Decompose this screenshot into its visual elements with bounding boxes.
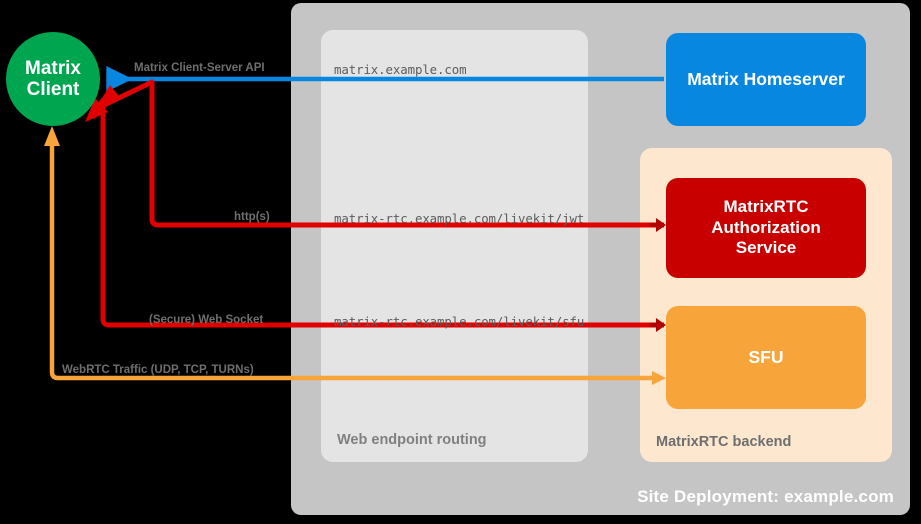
endpoint-url-livekit-sfu: matrix-rtc.example.com/livekit/sfu: [334, 314, 585, 329]
node-matrix-homeserver[interactable]: Matrix Homeserver: [666, 33, 866, 126]
endpoint-url-matrix: matrix.example.com: [334, 62, 467, 77]
edge-label-webrtc-traffic: WebRTC Traffic (UDP, TCP, TURNs): [62, 364, 254, 376]
endpoint-url-livekit-jwt: matrix-rtc.example.com/livekit/jwt: [334, 211, 585, 226]
node-matrixrtc-authorization-service[interactable]: MatrixRTC Authorization Service: [666, 178, 866, 278]
site-deployment-label: Site Deployment: example.com: [637, 487, 894, 506]
edge-label-secure-websocket: (Secure) Web Socket: [149, 314, 264, 326]
edge-label-https: http(s): [234, 211, 270, 223]
edge-https-jwt: [95, 79, 666, 232]
edge-webrtc-traffic: [44, 126, 666, 385]
web-endpoint-routing-panel: Web endpoint routing: [321, 30, 588, 462]
edge-label-matrix-client-server-api: Matrix Client-Server API: [134, 62, 265, 74]
node-sfu[interactable]: SFU: [666, 306, 866, 409]
web-endpoint-routing-label: Web endpoint routing: [337, 432, 487, 448]
matrixrtc-backend-label: MatrixRTC backend: [656, 434, 792, 450]
edge-secure-websocket: [85, 97, 666, 332]
node-matrix-client[interactable]: Matrix Client: [6, 32, 100, 126]
